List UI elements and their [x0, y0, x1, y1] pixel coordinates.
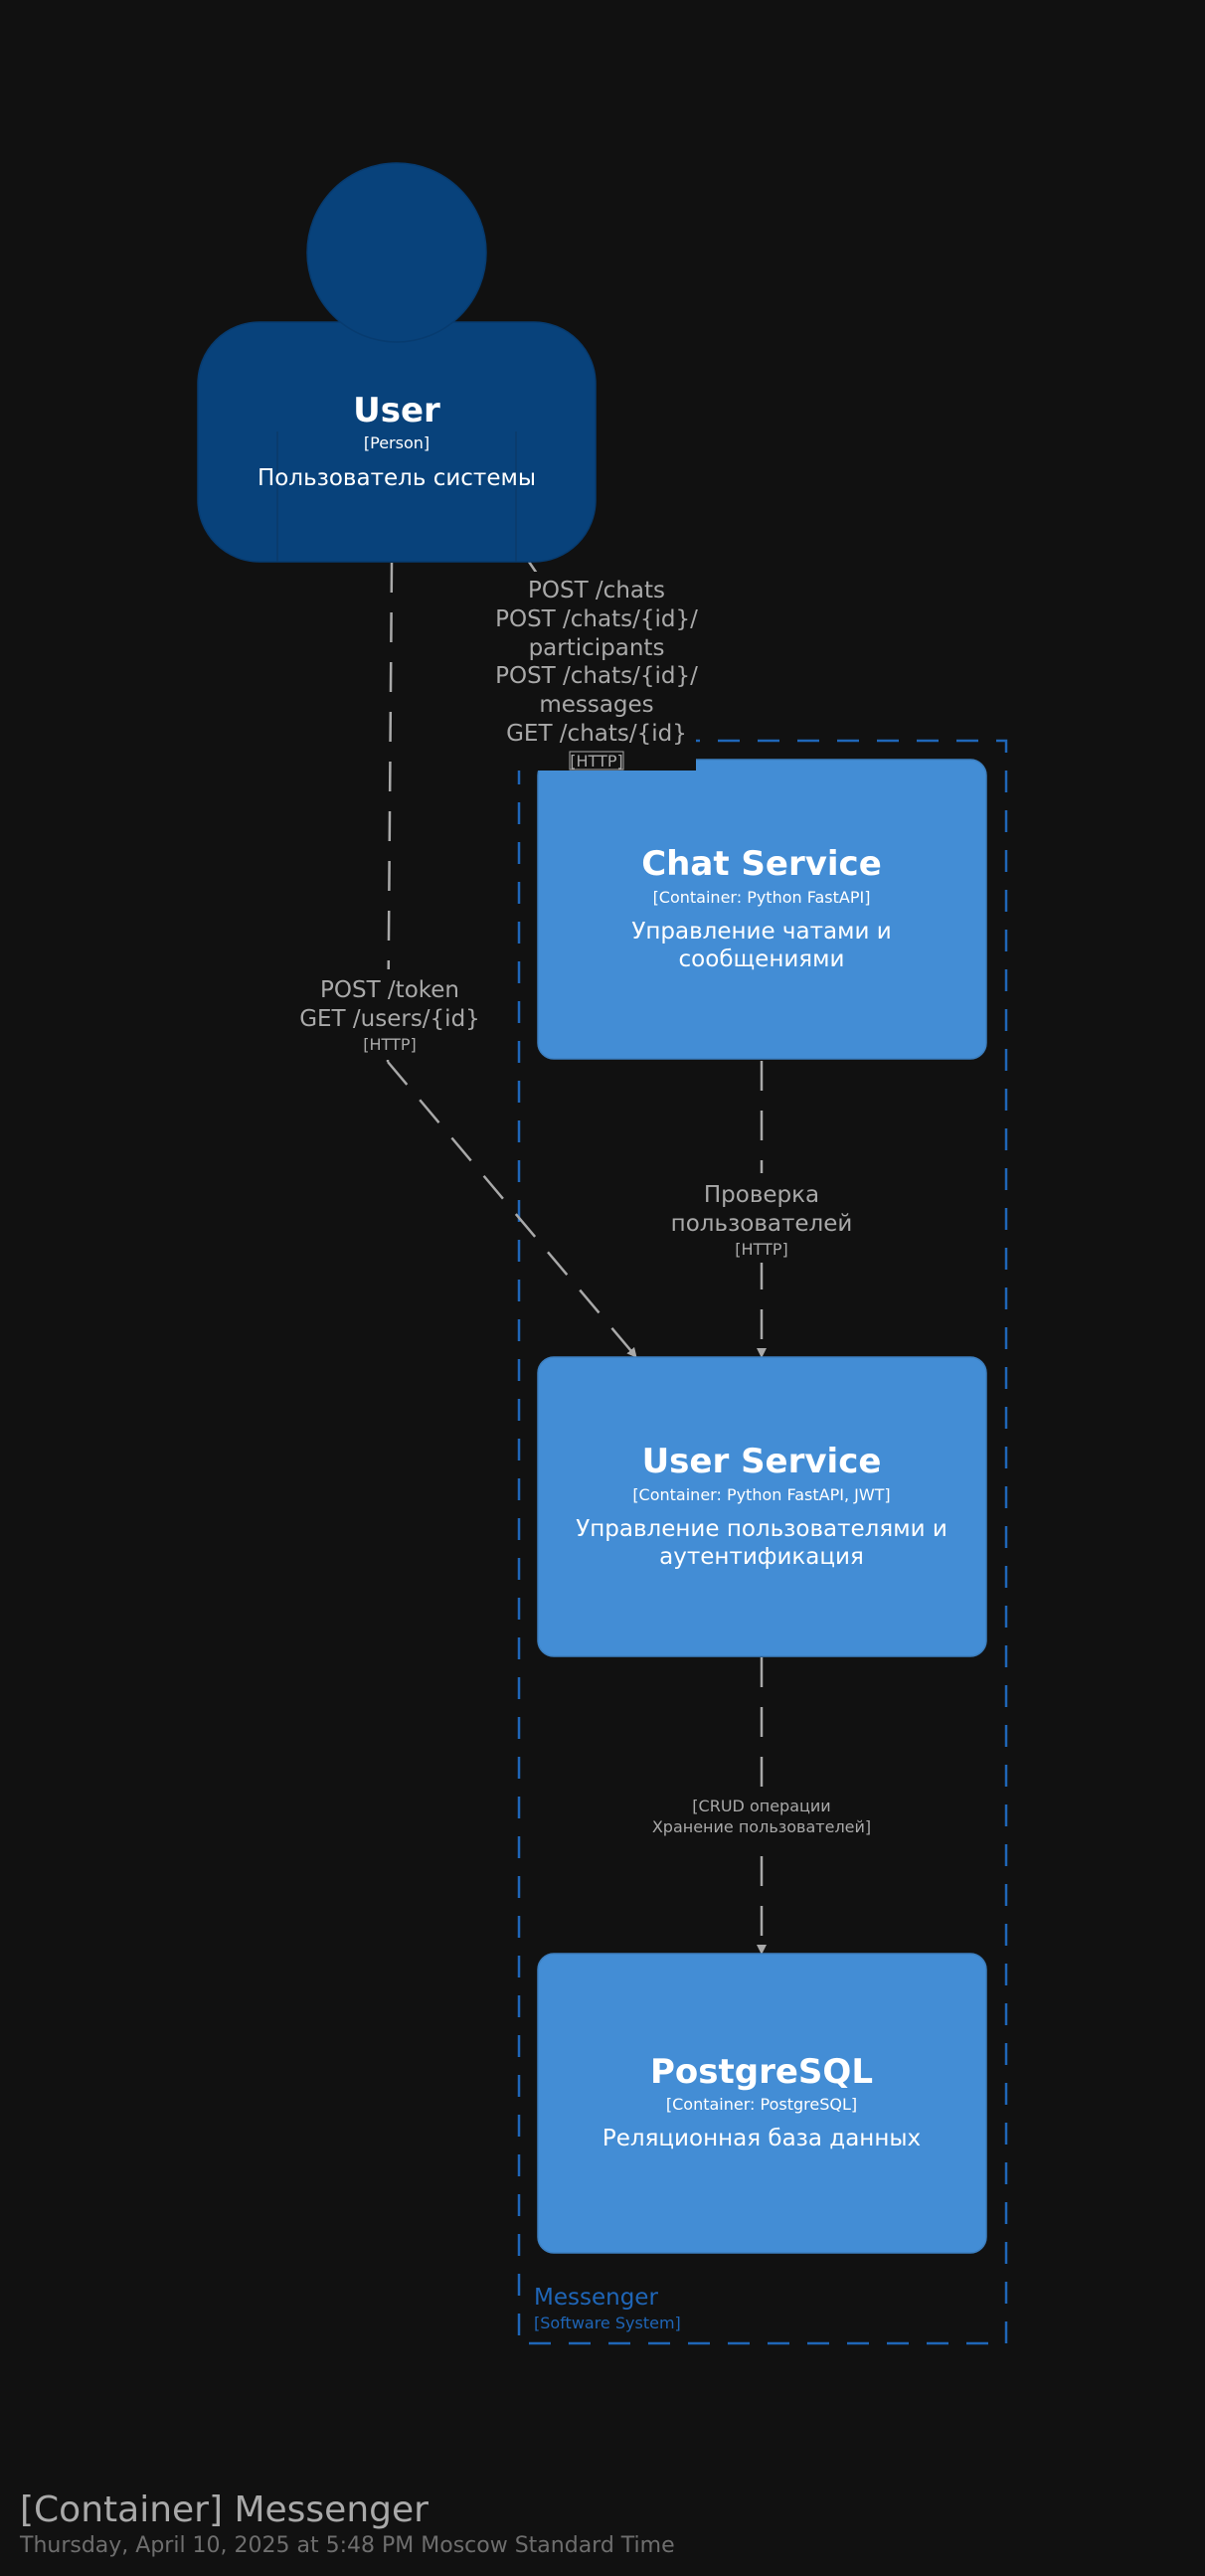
container-user-service[interactable]: User Service [Container: Python FastAPI,…	[537, 1356, 987, 1657]
node-type: [Person]	[364, 433, 430, 452]
container-box	[537, 759, 987, 1060]
edge-tech-frame	[569, 751, 624, 771]
edge-label-bg	[298, 969, 482, 1059]
boundary-frame	[517, 739, 1008, 2345]
edge-label-line: GET /chats/{id}	[506, 721, 687, 747]
diagram-date: Thursday, April 10, 2025 at 5:48 PM Mosc…	[20, 2533, 675, 2558]
edge-label-line: Проверка	[704, 1182, 819, 1208]
messenger-boundary: Messenger [Software System]	[517, 739, 1008, 2345]
edge-label-line: пользователей	[671, 1211, 853, 1237]
edge-label-line: messages	[539, 692, 653, 718]
edge-label-line: POST /chats/{id}/	[495, 663, 698, 689]
edge-label-line: [CRUD операции	[692, 1797, 830, 1815]
node-description: Управление пользователями и	[576, 1516, 947, 1542]
edge-label-line: GET /users/{id}	[299, 1006, 480, 1032]
node-description: Пользователь системы	[258, 465, 536, 491]
diagram-footer: [Container] Messenger Thursday, April 10…	[20, 2489, 675, 2560]
node-title: Chat Service	[641, 844, 882, 884]
edge-label-bg	[646, 1790, 877, 1837]
edge-label-line: Хранение пользователей]	[652, 1817, 871, 1836]
edge-label-line: participants	[529, 635, 665, 661]
edge-label-line: POST /token	[320, 977, 459, 1003]
node-title: User	[353, 391, 440, 430]
boundary-type: [Software System]	[534, 2314, 681, 2332]
boundary-name: Messenger	[534, 2285, 658, 2311]
container-box	[537, 1356, 987, 1657]
node-description: сообщениями	[679, 946, 845, 972]
edge-label-bg	[497, 572, 696, 771]
edge-label-user-to-chat-service: POST /chats POST /chats/{id}/ participan…	[495, 572, 698, 771]
person-head	[306, 162, 487, 343]
container-box	[537, 1953, 987, 2254]
edge-label-chat-to-user-service: Проверка пользователей [HTTP]	[666, 1173, 857, 1263]
edge-label-user-service-to-db: [CRUD операции Хранение пользователей]	[646, 1790, 877, 1837]
node-title: User Service	[642, 1442, 882, 1481]
node-type: [Container: Python FastAPI]	[653, 888, 871, 907]
edge-technology: [HTTP]	[363, 1035, 416, 1054]
edge-technology: [HTTP]	[570, 752, 622, 771]
edge-label-bg	[666, 1173, 857, 1263]
node-description: аутентификация	[659, 1544, 864, 1570]
node-title: PostgreSQL	[650, 2052, 873, 2092]
diagram-title: [Container] Messenger	[20, 2490, 429, 2530]
container-chat-service[interactable]: Chat Service [Container: Python FastAPI]…	[537, 759, 987, 1060]
edge-label-line: POST /chats/{id}/	[495, 606, 698, 632]
edge-technology: [HTTP]	[735, 1240, 787, 1259]
edge-line	[387, 1061, 637, 1358]
node-description: Управление чатами и	[631, 919, 891, 945]
edge-label-line: POST /chats	[528, 578, 665, 603]
node-description: Реляционная база данных	[602, 2126, 921, 2151]
container-postgresql[interactable]: PostgreSQL [Container: PostgreSQL] Реляц…	[537, 1953, 987, 2254]
person-user[interactable]: User [Person] Пользователь системы	[197, 162, 597, 563]
edge-label-user-to-user-service: POST /token GET /users/{id} [HTTP]	[298, 969, 482, 1059]
node-type: [Container: PostgreSQL]	[666, 2095, 857, 2114]
node-type: [Container: Python FastAPI, JWT]	[632, 1485, 890, 1504]
